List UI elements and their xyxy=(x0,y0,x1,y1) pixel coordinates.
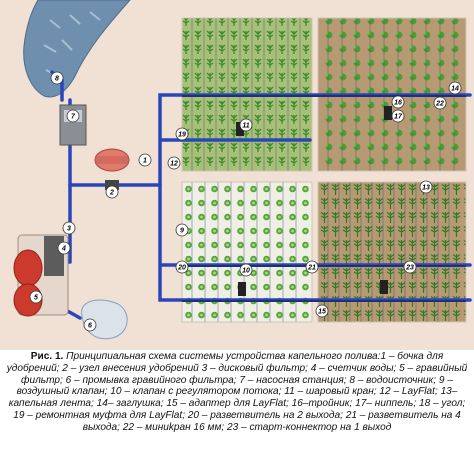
svg-text:12: 12 xyxy=(170,161,178,168)
layflat-headers xyxy=(182,95,466,302)
caption-text: Принципиальная схема системы устройства … xyxy=(6,351,468,433)
svg-text:2: 2 xyxy=(109,190,114,197)
svg-text:1: 1 xyxy=(143,158,147,165)
svg-text:10: 10 xyxy=(242,268,250,275)
callout-6: 6 xyxy=(83,318,97,332)
water-texture xyxy=(43,11,101,77)
callout-7: 7 xyxy=(66,109,80,123)
valve-top-left xyxy=(236,122,244,136)
disk-filter xyxy=(44,236,64,276)
callout-21: 21 xyxy=(305,260,319,274)
callout-13: 13 xyxy=(419,180,433,194)
svg-text:20: 20 xyxy=(177,265,186,272)
callout-23: 23 xyxy=(403,260,417,274)
caption-label: Рис. 1. xyxy=(30,351,64,362)
barrel-band xyxy=(95,156,129,164)
gravel-filter-a xyxy=(13,249,43,287)
svg-text:6: 6 xyxy=(88,323,92,330)
figure-caption: Рис. 1. Принципиальная схема системы уст… xyxy=(6,351,468,451)
svg-text:5: 5 xyxy=(34,295,38,302)
svg-text:11: 11 xyxy=(242,123,249,130)
svg-text:15: 15 xyxy=(318,309,326,316)
callout-22: 22 xyxy=(433,96,447,110)
callout-9: 9 xyxy=(175,223,189,237)
svg-text:21: 21 xyxy=(307,265,316,272)
valve-bottom-right xyxy=(380,280,388,294)
callout-19: 19 xyxy=(175,127,189,141)
svg-text:3: 3 xyxy=(67,226,71,233)
field-plots xyxy=(181,17,467,323)
callout-14: 14 xyxy=(448,81,462,95)
svg-text:22: 22 xyxy=(435,101,444,108)
svg-text:13: 13 xyxy=(422,185,430,192)
svg-text:4: 4 xyxy=(61,246,66,253)
callout-15: 15 xyxy=(315,304,329,318)
callout-16: 16 xyxy=(391,95,405,109)
svg-text:8: 8 xyxy=(55,76,59,83)
callout-12: 12 xyxy=(167,156,181,170)
svg-text:7: 7 xyxy=(71,114,76,121)
fertilizer-unit xyxy=(105,180,119,190)
svg-text:14: 14 xyxy=(451,86,459,93)
svg-text:23: 23 xyxy=(405,265,414,272)
svg-text:19: 19 xyxy=(178,132,186,139)
callout-5: 5 xyxy=(29,290,43,304)
callout-markers: 1 2 3 4 5 6 7 8 9 10 11 12 13 14 15 16 1… xyxy=(29,71,462,332)
valve-bottom-left xyxy=(238,282,246,296)
svg-text:17: 17 xyxy=(394,114,403,121)
callout-20: 20 xyxy=(175,260,189,274)
callout-1: 1 xyxy=(138,153,152,167)
callout-8: 8 xyxy=(50,71,64,85)
callout-11: 11 xyxy=(239,118,253,132)
svg-text:9: 9 xyxy=(180,228,184,235)
valve-top-right xyxy=(384,106,392,120)
irrigation-scheme: 1 2 3 4 5 6 7 8 9 10 11 12 13 14 15 16 1… xyxy=(0,0,474,350)
callout-10: 10 xyxy=(239,263,253,277)
svg-text:16: 16 xyxy=(394,100,402,107)
callout-4: 4 xyxy=(57,241,71,255)
callout-2: 2 xyxy=(105,185,119,199)
callout-3: 3 xyxy=(62,221,76,235)
callout-17: 17 xyxy=(391,109,405,123)
